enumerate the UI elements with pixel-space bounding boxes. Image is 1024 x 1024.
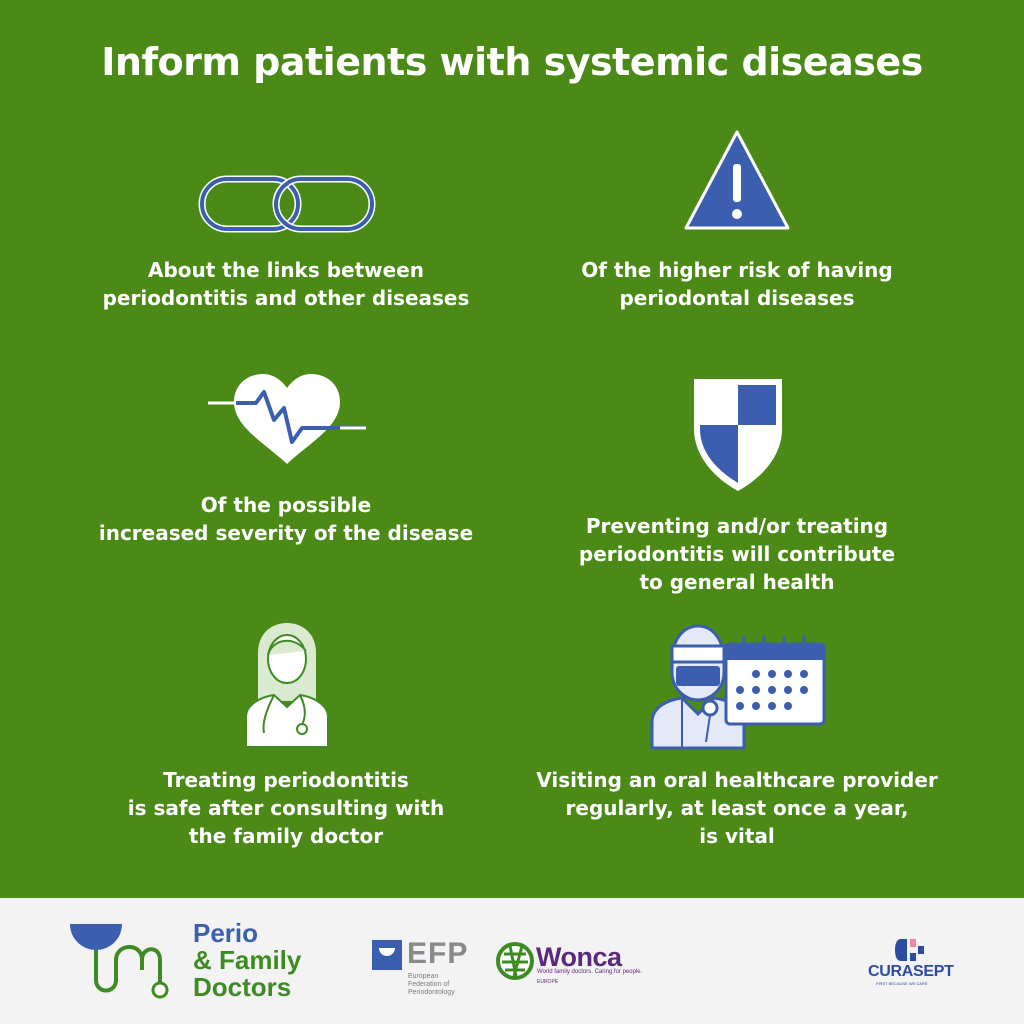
curasept-logo-icon bbox=[895, 939, 924, 961]
caption-line: the family doctor bbox=[188, 824, 384, 848]
item-caption-prevention: Preventing and/or treating periodontitis… bbox=[537, 512, 937, 596]
heart-pulse-icon bbox=[208, 374, 366, 464]
efp-name-line: European bbox=[408, 973, 439, 980]
item-caption-visiting: Visiting an oral healthcare provider reg… bbox=[517, 766, 957, 850]
chain-link-icon bbox=[198, 175, 376, 233]
item-caption-risk: Of the higher risk of having periodontal… bbox=[537, 256, 937, 312]
caption-line: Treating periodontitis bbox=[163, 768, 409, 792]
perio-logo-line: Perio bbox=[193, 918, 259, 948]
caption-line: is vital bbox=[699, 824, 775, 848]
caption-line: About the links between bbox=[147, 258, 425, 282]
wonca-logo-text: Wonca bbox=[536, 942, 622, 972]
curasept-tagline: FIRST BECAUSE WE CARE bbox=[876, 981, 928, 986]
caption-line: periodontitis will contribute bbox=[578, 542, 896, 566]
shield-icon bbox=[694, 379, 782, 491]
caption-line: regularly, at least once a year, bbox=[565, 796, 909, 820]
infographic-panel: Inform patients with systemic diseases A… bbox=[86, 40, 957, 850]
caption-line: periodontitis and other diseases bbox=[102, 286, 470, 310]
perio-family-doctors-logo: Perio & Family Doctors bbox=[193, 920, 301, 1001]
caption-line: Visiting an oral healthcare provider bbox=[536, 768, 938, 792]
page-title: Inform patients with systemic diseases bbox=[101, 40, 923, 84]
caption-line: Of the higher risk of having bbox=[581, 258, 893, 282]
caption-line: periodontal diseases bbox=[619, 286, 855, 310]
dentist-calendar-icon bbox=[650, 624, 826, 750]
efp-name-line: Periodontology bbox=[408, 989, 455, 996]
caption-line: is safe after consulting with bbox=[127, 796, 445, 820]
warning-triangle-icon bbox=[684, 130, 790, 230]
item-caption-severity: Of the possible increased severity of th… bbox=[86, 491, 486, 547]
item-caption-treatment: Treating periodontitis is safe after con… bbox=[86, 766, 486, 850]
efp-name-line: Federation of bbox=[408, 981, 450, 988]
stethoscope-logo-icon bbox=[70, 924, 169, 999]
wonca-globe-icon bbox=[496, 942, 534, 980]
perio-logo-line: & Family bbox=[193, 945, 302, 975]
wonca-tagline: World family doctors. Caring for people. bbox=[537, 969, 643, 975]
item-caption-links: About the links between periodontitis an… bbox=[86, 256, 486, 312]
wonca-region: EUROPE bbox=[537, 979, 559, 985]
efp-logo-text: EFP bbox=[407, 937, 469, 970]
caption-line: Of the possible bbox=[200, 493, 372, 517]
caption-line: increased severity of the disease bbox=[98, 521, 474, 545]
female-doctor-icon bbox=[245, 623, 329, 748]
caption-line: Preventing and/or treating bbox=[585, 514, 889, 538]
perio-logo-line: Doctors bbox=[193, 972, 292, 1002]
efp-full-name: European Federation of Periodontology bbox=[408, 973, 455, 997]
caption-line: to general health bbox=[639, 570, 835, 594]
efp-logo-icon bbox=[372, 940, 402, 970]
curasept-logo-text: CURASEPT bbox=[868, 963, 954, 980]
